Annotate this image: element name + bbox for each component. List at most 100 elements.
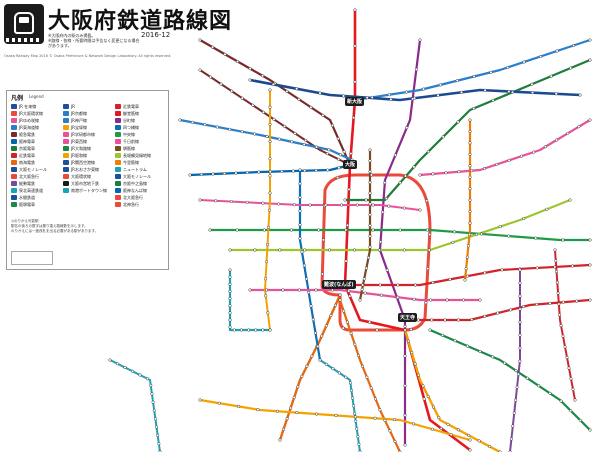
station-marker[interactable]: [210, 45, 215, 49]
station-marker[interactable]: [452, 230, 457, 234]
station-marker[interactable]: [342, 150, 346, 154]
station-marker[interactable]: [478, 349, 482, 354]
station-marker[interactable]: [321, 238, 325, 242]
station-marker[interactable]: [261, 110, 265, 114]
station-marker[interactable]: [268, 191, 272, 195]
station-marker[interactable]: [430, 318, 434, 322]
station-marker[interactable]: [470, 318, 474, 322]
station-marker[interactable]: [368, 245, 372, 249]
station-marker[interactable]: [334, 413, 338, 417]
station-marker[interactable]: [324, 203, 328, 207]
station-marker[interactable]: [488, 444, 492, 449]
station-marker[interactable]: [152, 408, 156, 413]
station-marker[interactable]: [451, 240, 455, 244]
station-marker[interactable]: [509, 308, 513, 312]
station-marker[interactable]: [463, 278, 467, 282]
station-marker[interactable]: [188, 173, 192, 177]
station-marker[interactable]: [336, 176, 340, 180]
station-marker[interactable]: [138, 373, 142, 377]
station-marker[interactable]: [465, 255, 469, 259]
station-marker[interactable]: [364, 266, 368, 270]
station-marker[interactable]: [240, 96, 244, 100]
station-marker[interactable]: [234, 171, 238, 175]
station-marker[interactable]: [387, 204, 391, 208]
station-marker[interactable]: [264, 288, 269, 292]
station-marker[interactable]: [426, 150, 430, 154]
station-marker[interactable]: [264, 277, 268, 281]
station-marker[interactable]: [232, 328, 236, 332]
station-marker[interactable]: [426, 394, 430, 399]
station-marker[interactable]: [396, 295, 400, 299]
station-marker[interactable]: [151, 400, 155, 404]
station-marker[interactable]: [555, 138, 559, 142]
station-marker[interactable]: [385, 268, 389, 272]
station-marker[interactable]: [313, 331, 318, 335]
station-marker[interactable]: [468, 118, 472, 122]
station-marker[interactable]: [426, 267, 430, 271]
station-marker[interactable]: [472, 106, 476, 110]
station-marker[interactable]: [261, 328, 265, 332]
station-marker[interactable]: [266, 311, 270, 315]
station-marker[interactable]: [311, 317, 315, 322]
station-marker[interactable]: [535, 302, 539, 306]
station-marker[interactable]: [352, 116, 356, 120]
station-marker[interactable]: [457, 170, 461, 174]
station-marker[interactable]: [403, 384, 407, 388]
station-marker[interactable]: [416, 318, 420, 322]
station-marker[interactable]: [248, 288, 252, 292]
station-marker[interactable]: [298, 195, 302, 199]
station-marker[interactable]: [228, 282, 232, 286]
station-marker[interactable]: [570, 264, 574, 268]
station-marker[interactable]: [530, 82, 534, 86]
station-marker[interactable]: [297, 288, 301, 292]
station-marker[interactable]: [198, 38, 202, 42]
station-marker[interactable]: [219, 82, 223, 86]
station-marker[interactable]: [304, 138, 308, 142]
hub-tennoji[interactable]: 天王寺: [398, 313, 418, 322]
station-marker[interactable]: [418, 38, 422, 42]
station-marker[interactable]: [483, 88, 487, 92]
station-marker[interactable]: [318, 91, 322, 95]
station-marker[interactable]: [566, 131, 570, 135]
station-marker[interactable]: [349, 151, 353, 156]
station-marker[interactable]: [268, 174, 272, 178]
station-marker[interactable]: [468, 164, 472, 168]
station-marker[interactable]: [355, 203, 359, 207]
station-marker[interactable]: [425, 199, 429, 203]
station-marker[interactable]: [402, 248, 406, 252]
station-marker[interactable]: [460, 90, 464, 94]
station-marker[interactable]: [278, 438, 282, 442]
station-marker[interactable]: [556, 291, 560, 295]
station-marker[interactable]: [379, 293, 384, 297]
station-marker[interactable]: [265, 260, 269, 264]
station-marker[interactable]: [228, 289, 232, 293]
station-marker[interactable]: [208, 228, 212, 232]
station-marker[interactable]: [389, 97, 393, 101]
station-marker[interactable]: [456, 318, 460, 322]
station-marker[interactable]: [360, 287, 364, 291]
station-marker[interactable]: [314, 412, 319, 416]
station-marker[interactable]: [361, 283, 365, 287]
station-marker[interactable]: [468, 198, 472, 202]
station-marker[interactable]: [267, 208, 271, 212]
station-marker[interactable]: [240, 130, 244, 134]
station-marker[interactable]: [321, 113, 325, 117]
station-marker[interactable]: [317, 228, 321, 232]
station-marker[interactable]: [265, 242, 270, 247]
station-marker[interactable]: [350, 396, 355, 400]
station-marker[interactable]: [230, 89, 234, 93]
station-marker[interactable]: [440, 333, 445, 337]
station-marker[interactable]: [264, 294, 268, 298]
station-marker[interactable]: [438, 83, 442, 87]
station-marker[interactable]: [468, 210, 472, 214]
station-marker[interactable]: [414, 67, 418, 71]
station-marker[interactable]: [491, 355, 495, 359]
station-marker[interactable]: [384, 196, 388, 201]
station-marker[interactable]: [371, 203, 375, 207]
station-marker[interactable]: [534, 236, 538, 240]
station-marker[interactable]: [368, 180, 372, 184]
station-marker[interactable]: [223, 52, 227, 56]
station-marker[interactable]: [428, 233, 432, 237]
station-marker[interactable]: [416, 373, 421, 377]
station-marker[interactable]: [567, 366, 571, 370]
